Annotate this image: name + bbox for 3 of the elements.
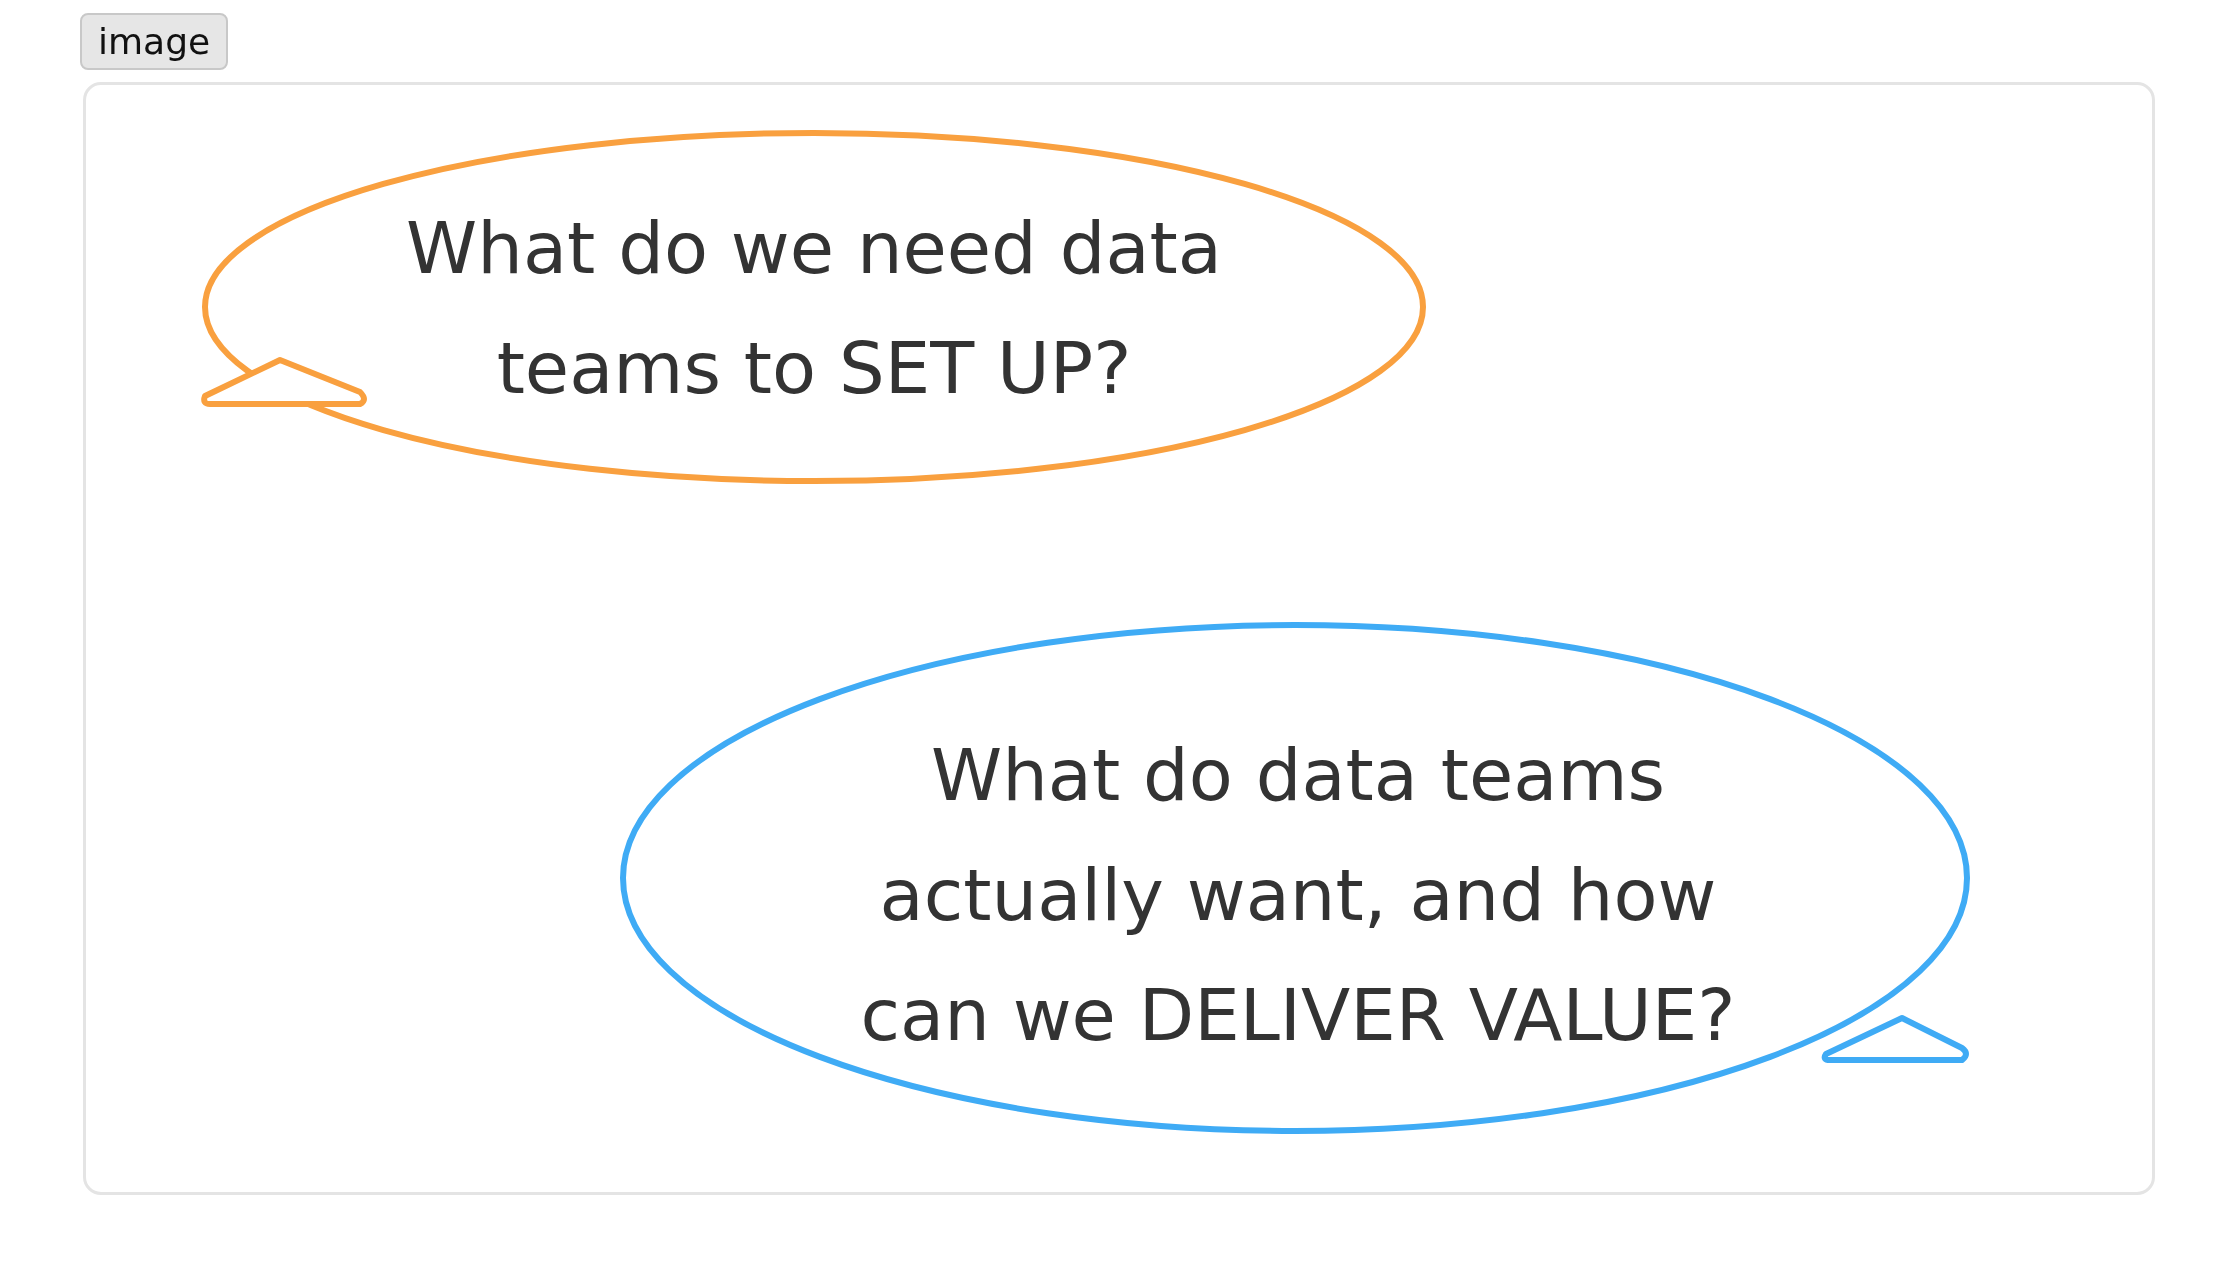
tag: image	[80, 13, 229, 70]
question-text: What do data teams actually want, and how can we DELIVER VALUE?	[859, 732, 1737, 1059]
question-text: What do we need data teams to SET UP?	[405, 205, 1223, 412]
